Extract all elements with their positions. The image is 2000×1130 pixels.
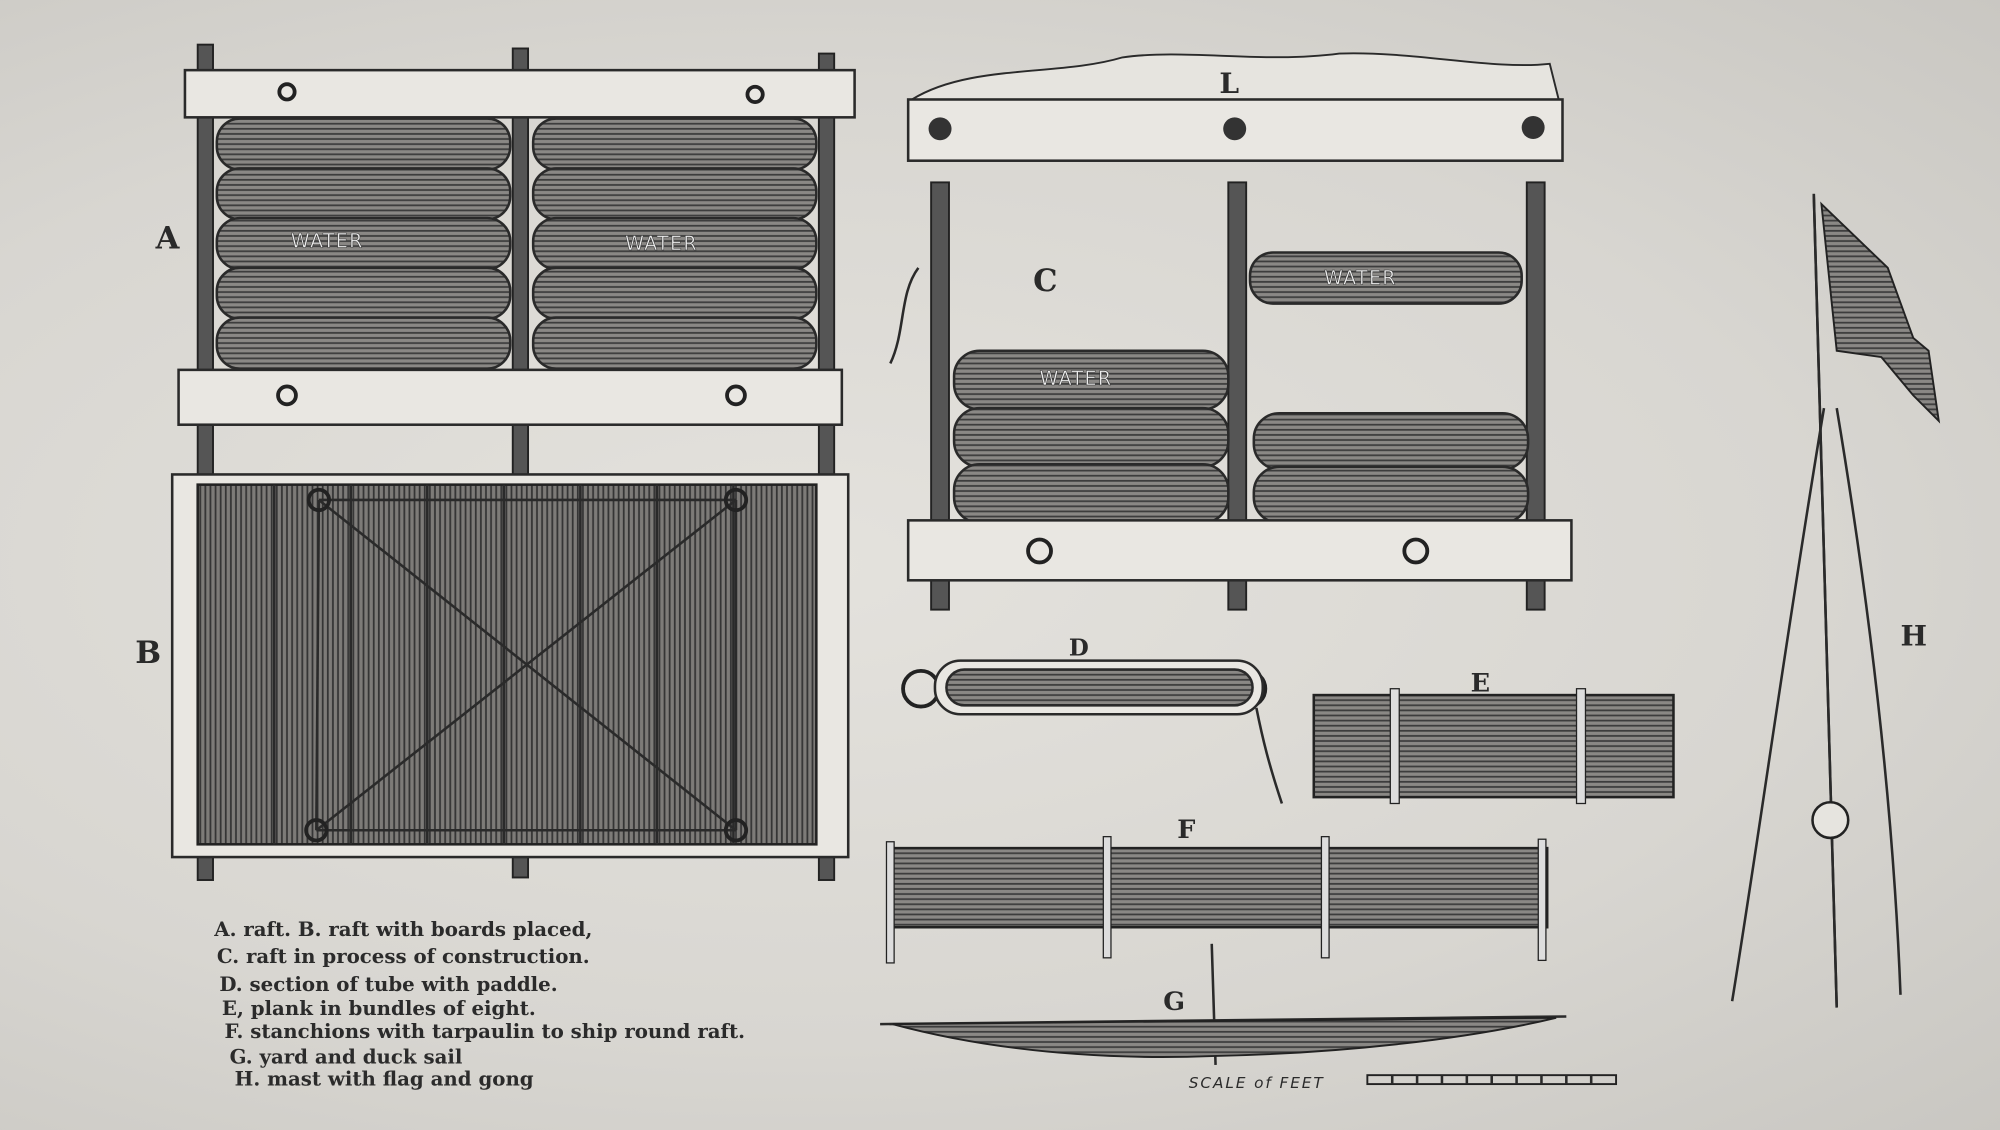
water-label: WATER [1040, 367, 1113, 390]
label-a: A [155, 221, 181, 257]
label-f: F [1177, 815, 1195, 845]
water-tube [215, 117, 512, 171]
water-label: WATER [291, 229, 364, 252]
yard-sail-g [880, 943, 1567, 1065]
mast-h [1730, 193, 1941, 1008]
water-tube [531, 266, 818, 321]
label-d: D [1069, 635, 1089, 662]
caption-line: E, plank in bundles of eight. [222, 996, 536, 1020]
scale-of-feet: SCALE of FEET [1189, 1074, 1618, 1092]
water-label: WATER [625, 232, 698, 255]
caption-line: H. mast with flag and gong [235, 1066, 534, 1090]
water-tube [215, 167, 512, 221]
water-tube [531, 316, 818, 370]
water-tube [531, 167, 818, 221]
label-l: L [1219, 67, 1239, 100]
label-h: H [1901, 619, 1928, 652]
plank-bundle-e [1312, 688, 1675, 805]
label-g: G [1163, 987, 1185, 1017]
caption-line: A. raft. B. raft with boards placed, [213, 917, 592, 941]
raft-a: WATER WATER [177, 43, 856, 881]
caption-line: G. yard and duck sail [230, 1045, 463, 1069]
caption: A. raft. B. raft with boards placed, C. … [213, 917, 745, 1090]
raft-b [170, 473, 850, 859]
water-tube [531, 117, 818, 171]
caption-line: F. stanchions with tarpaulin to ship rou… [224, 1019, 745, 1043]
label-e: E [1471, 668, 1490, 698]
tarpaulin-f [885, 836, 1549, 964]
label-b: B [135, 635, 161, 671]
water-tube [215, 316, 512, 370]
water-tube [215, 266, 512, 321]
tube-section-d [901, 659, 1284, 804]
scale-label: SCALE of FEET [1189, 1074, 1325, 1092]
caption-line: D. section of tube with paddle. [219, 972, 557, 996]
water-label: WATER [1324, 266, 1397, 289]
label-c: C [1033, 263, 1057, 299]
raft-c: WATER WATER [889, 52, 1573, 611]
caption-line: C. raft in process of construction. [217, 944, 590, 968]
